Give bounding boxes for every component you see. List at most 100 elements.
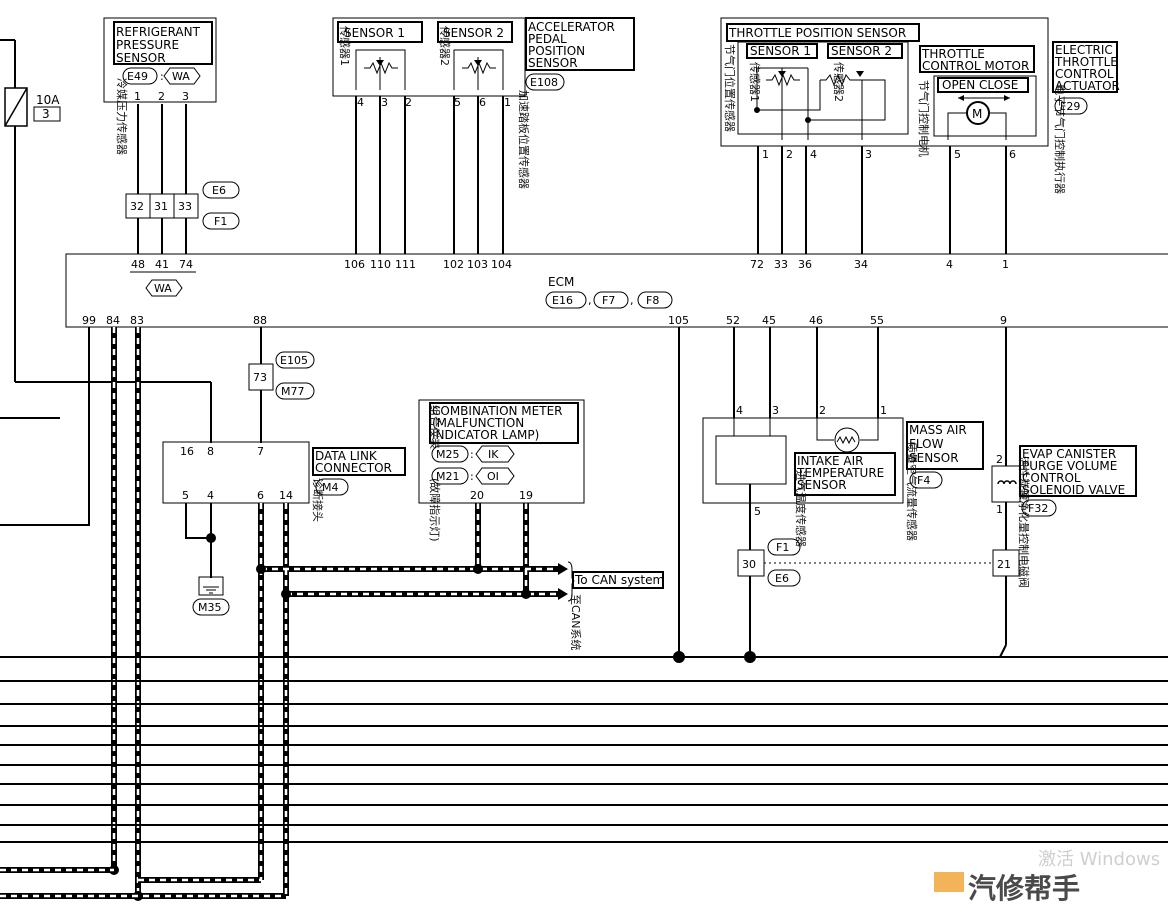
ecm-pin-46: 46 bbox=[809, 314, 823, 327]
dlc-joint-bottom: M77 bbox=[281, 385, 305, 398]
dlc-zh: 诊断接头 bbox=[311, 478, 325, 522]
combination-meter: COMBINATION METER (MALFUNCTION INDICATOR… bbox=[418, 399, 585, 542]
svg-text:,: , bbox=[630, 294, 634, 307]
fuse: 10A 3 bbox=[0, 39, 212, 443]
motor-title-2: CONTROL MOTOR bbox=[922, 59, 1029, 73]
evap-title-2: PURGE VOLUME bbox=[1022, 459, 1117, 473]
ecm-pin-9: 9 bbox=[1000, 314, 1007, 327]
tps-title: THROTTLE POSITION SENSOR bbox=[728, 26, 906, 40]
ecm-pin-83: 83 bbox=[130, 314, 144, 327]
tps-pin-1: 1 bbox=[762, 148, 769, 161]
ecm-pin-33: 33 bbox=[774, 258, 788, 271]
dlc-connector: M4 bbox=[322, 481, 339, 494]
ecm-pin-72: 72 bbox=[750, 258, 764, 271]
dlc-title-1: DATA LINK bbox=[315, 449, 378, 463]
svg-text::: : bbox=[470, 448, 474, 461]
meter-title-2: (MALFUNCTION bbox=[432, 416, 524, 430]
motor-zh: 节气门控制电机 bbox=[917, 80, 931, 157]
joint-bottom-connector: F1 bbox=[214, 215, 227, 228]
dlc-joint-connector: 73 E105 M77 bbox=[248, 351, 315, 400]
refrigerant-pressure-sensor: REFRIGERANT PRESSURE SENSOR E49 : WA 1 2… bbox=[103, 17, 217, 155]
refrigerant-pin-3: 3 bbox=[182, 90, 189, 103]
refrigerant-wires bbox=[137, 104, 187, 254]
watermark: 激活 Windows 汽修帮手 bbox=[930, 848, 1168, 906]
dlc-joint-pin: 73 bbox=[253, 371, 267, 384]
app-sensor1-label: SENSOR 1 bbox=[344, 26, 405, 40]
app-title-3: POSITION bbox=[528, 44, 585, 58]
app-zh: 加速踏板位置传感器 bbox=[517, 90, 531, 189]
etc-title-1: ELECTRIC bbox=[1055, 43, 1113, 57]
meter-title-1: COMBINATION METER bbox=[432, 404, 563, 418]
dlc-joint-top: E105 bbox=[280, 354, 308, 367]
maf-ground: 30 F1 E6 bbox=[737, 484, 994, 657]
ecm-pin-52: 52 bbox=[726, 314, 740, 327]
dlc-pin-6: 6 bbox=[257, 489, 264, 502]
svg-text:,: , bbox=[588, 294, 592, 307]
maf-pin-2: 2 bbox=[819, 404, 826, 417]
dlc-pin-14: 14 bbox=[279, 489, 293, 502]
meter-zh: (故障指示灯) bbox=[428, 478, 442, 542]
ecm-connector-1: E16 bbox=[552, 294, 573, 307]
etc-title-3: CONTROL bbox=[1055, 67, 1114, 81]
ecm-pin-84: 84 bbox=[106, 314, 120, 327]
maf-title-2: FLOW bbox=[909, 437, 944, 451]
app-pin-5: 5 bbox=[454, 96, 461, 109]
ecm-pin-34: 34 bbox=[854, 258, 868, 271]
evap-joint-pin: 21 bbox=[997, 558, 1011, 571]
iat-title-1: INTAKE AIR bbox=[797, 454, 863, 468]
tps-pin-4: 4 bbox=[810, 148, 817, 161]
accelerator-pedal-position-sensor: ACCELERATOR PEDAL POSITION SENSOR E108 加… bbox=[332, 17, 635, 189]
meter-pin-20: 20 bbox=[470, 489, 484, 502]
etc-title-2: THROTTLE bbox=[1054, 55, 1118, 69]
can-lines: To CAN system 至CAN系统 bbox=[0, 503, 664, 899]
meter-zh-top: 组合仪表 bbox=[428, 405, 442, 449]
joint-pin-31: 31 bbox=[154, 200, 168, 213]
app-title-4: SENSOR bbox=[528, 56, 578, 70]
ecm-pin-55: 55 bbox=[870, 314, 884, 327]
ecm-box: ECM E16 , F7 , F8 48 41 74 WA 106 110 11… bbox=[65, 253, 1168, 328]
ecm-pin-48: 48 bbox=[131, 258, 145, 271]
dlc-pin-16: 16 bbox=[180, 445, 194, 458]
ecm-pin-41: 41 bbox=[155, 258, 169, 271]
tps-sensor1-label: SENSOR 1 bbox=[750, 44, 811, 58]
maf-pin-5: 5 bbox=[754, 505, 761, 518]
etc-zh: 电子节气门控制执行器 bbox=[1053, 84, 1067, 194]
refrigerant-title-2: PRESSURE bbox=[116, 38, 179, 52]
app-sensor1-zh: 传感器1 bbox=[338, 26, 351, 66]
meter-harness1: IK bbox=[488, 448, 499, 461]
ecm-connector-3: F8 bbox=[646, 294, 659, 307]
ecm-pin-110: 110 bbox=[370, 258, 391, 271]
ecm-pin-102: 102 bbox=[443, 258, 464, 271]
evap-pin-1: 1 bbox=[996, 503, 1003, 516]
svg-text::: : bbox=[160, 70, 164, 83]
joint-pin-32: 32 bbox=[130, 200, 144, 213]
fuse-rating: 10A bbox=[36, 93, 60, 107]
meter-harness2: OI bbox=[487, 470, 499, 483]
ground-connector: M35 bbox=[198, 601, 222, 614]
ecm-pin-36: 36 bbox=[798, 258, 812, 271]
fuse-number: 3 bbox=[42, 107, 50, 121]
joint-connector-e6-f1: 32 31 33 E6 F1 bbox=[125, 181, 240, 230]
svg-text::: : bbox=[470, 470, 474, 483]
ecm-pin-99: 99 bbox=[82, 314, 96, 327]
can-label: To CAN system bbox=[574, 573, 664, 587]
app-connector: E108 bbox=[530, 76, 558, 89]
refrigerant-pin-1: 1 bbox=[134, 90, 141, 103]
refrigerant-pin-2: 2 bbox=[158, 90, 165, 103]
refrigerant-title-1: REFRIGERANT bbox=[116, 25, 201, 39]
ecm-pin-103: 103 bbox=[467, 258, 488, 271]
motor-title-1: THROTTLE bbox=[921, 47, 985, 61]
data-link-connector: 16 8 7 5 4 6 14 DATA LINK CONNECTOR M4 诊… bbox=[162, 441, 406, 522]
joint2-bottom: E6 bbox=[775, 572, 789, 585]
dlc-ground: M35 bbox=[185, 503, 230, 616]
meter-conn2: M21 bbox=[436, 470, 460, 483]
app-title-1: ACCELERATOR bbox=[528, 20, 615, 34]
evap-pin-2: 2 bbox=[996, 453, 1003, 466]
ecm-pin-111: 111 bbox=[395, 258, 416, 271]
iat-title-3: SENSOR bbox=[797, 478, 847, 492]
can-zh: 至CAN系统 bbox=[569, 594, 582, 650]
refrigerant-harness: WA bbox=[172, 70, 190, 83]
evap-canister-purge-valve: 2 1 21 EVAP CANISTER PURGE VOLUME CONTRO… bbox=[991, 445, 1137, 658]
tps-zh: 节气门位置传感器 bbox=[723, 44, 737, 132]
